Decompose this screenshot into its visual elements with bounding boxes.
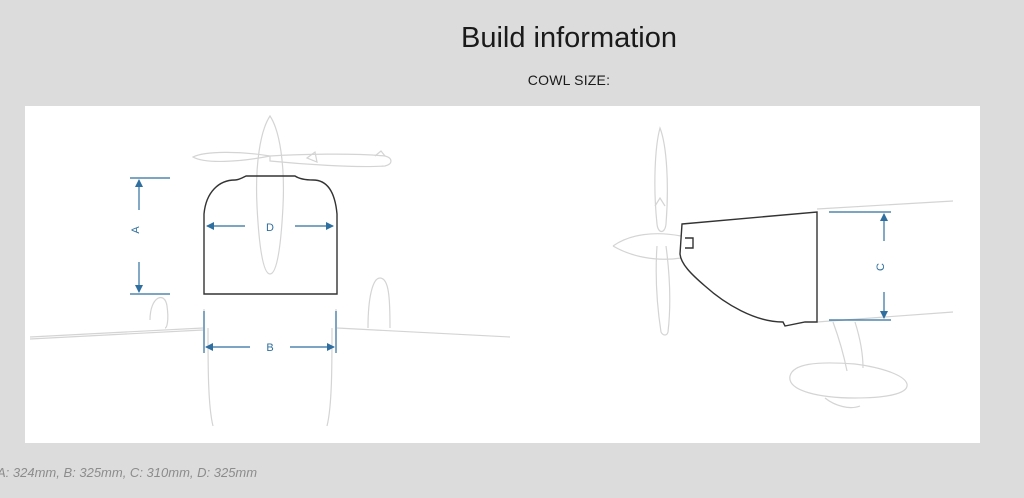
cowl-diagram-panel: A D B [25, 106, 980, 443]
dimension-c-label: C [875, 263, 887, 271]
front-cowl-outline [203, 175, 338, 295]
dimension-d-label: D [266, 222, 274, 234]
page-title: Build information [461, 22, 677, 54]
dimension-a [130, 177, 170, 295]
dimension-c [829, 211, 891, 321]
dimension-a-label: A [130, 226, 142, 234]
dimension-b-label: B [266, 342, 273, 354]
side-view-aircraft [612, 126, 954, 409]
cowl-diagram: A D B [29, 114, 954, 427]
side-cowl-outline [679, 211, 818, 327]
page-subtitle: COWL SIZE: [527, 72, 611, 88]
front-view-aircraft [29, 114, 511, 427]
dimension-b [203, 311, 337, 353]
dimensions-caption: A: 324mm, B: 325mm, C: 310mm, D: 325mm [0, 465, 258, 480]
